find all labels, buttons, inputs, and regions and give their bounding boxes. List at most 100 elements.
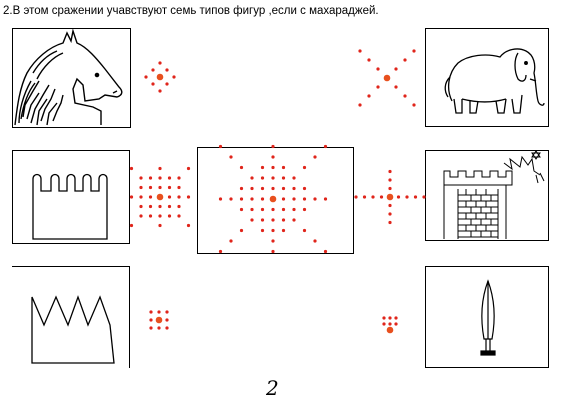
crown-pattern-dot [157,326,161,330]
pawn-pattern-dot [394,316,398,320]
horse-pattern-dot [165,68,169,72]
elephant-pattern-dot [376,85,380,89]
castle-pattern-dot [388,186,392,191]
elephant-pattern-dot [412,49,416,53]
maharaja-pattern-dot [271,249,275,254]
maharaja-pattern-dot [313,155,317,159]
pawn-pattern-dot [394,322,398,326]
rook-pattern-center-dot [156,193,164,201]
elephant-card [425,28,549,127]
maharaja-pattern-dot [239,186,244,191]
maharaja-pattern-dot [271,207,275,212]
maharaja-pattern-dot [218,197,223,201]
horse-icon [14,29,123,126]
castle-pattern-dot [405,195,409,199]
maharaja-pattern-dot [271,186,275,191]
castle-pattern-dot [388,203,392,208]
crown-card [12,266,130,368]
castle-pattern-dot [422,195,426,199]
maharaja-pattern-dot [271,176,275,180]
maharaja-pattern-dot [323,249,328,254]
rook-icon [32,173,108,240]
castle-pattern-dot [388,169,392,174]
rook-pattern-dot [158,166,162,171]
maharaja-pattern-dot [302,186,307,191]
maharaja-pattern-dot [292,186,296,191]
rook-pattern-dot [129,166,134,171]
maharaja-pattern-dot [239,228,244,233]
elephant-pattern-dot [412,103,416,107]
maharaja-pattern-dot [229,239,233,243]
rook-pattern-dot [148,185,153,190]
horse-card [12,28,131,128]
castle-pattern-dot [388,212,392,216]
maharaja-pattern-dot [292,207,296,212]
maharaja-pattern-dot [260,197,265,201]
rook-pattern-dot [177,195,181,199]
crown-pattern-dot [157,310,161,314]
rook-pattern-dot [158,185,162,190]
rook-pattern-dot [177,185,181,190]
maharaja-pattern-dot [260,165,265,170]
elephant-pattern-center-dot [383,74,391,82]
elephant-pattern-dot [403,94,407,98]
maharaja-pattern-dot [250,176,254,180]
maharaja-pattern-dot [271,239,275,243]
horse-pattern-dot [158,61,162,65]
task-title: 2.В этом сражении учавствуют семь типов … [3,5,379,17]
rook-pattern-dot [139,185,143,190]
crown-pattern-dot [165,310,169,314]
horse-pattern-dot [172,75,176,79]
horse-pattern-dot [158,89,162,93]
maharaja-pattern-dot [292,176,296,180]
rook-card [12,150,130,244]
castle-card [425,150,549,241]
maharaja-pattern-center-dot [269,195,277,203]
castle-pattern-dot [354,195,358,199]
maharaja-pattern-dot [250,186,254,191]
crown-icon [31,295,115,364]
maharaja-pattern-dot [250,207,254,212]
rook-pattern-dot [139,176,143,180]
castle-pattern-dot [379,195,384,199]
rook-pattern-dot [158,214,162,218]
maharaja-pattern-dot [250,218,254,222]
elephant-pattern-dot [394,85,398,89]
pawn-card [425,266,549,368]
rook-pattern-dot [167,195,172,199]
maharaja-pattern-dot [229,155,233,159]
elephant-pattern-dot [394,67,398,71]
maharaja-pattern-dot [313,239,317,243]
horse-pattern-dot [165,82,169,86]
maharaja-pattern-dot [239,165,244,170]
rook-pattern-dot [167,204,172,209]
castle-pattern-dot [388,220,392,225]
castle-pattern-dot [396,195,401,199]
maharaja-pattern-dot [313,197,317,201]
maharaja-pattern-dot [271,218,275,222]
maharaja-pattern-dot [292,197,296,201]
elephant-pattern-dot [403,58,407,62]
maharaja-pattern-dot [323,197,328,201]
pawn-pattern-center-dot [386,326,394,334]
maharaja-pattern-dot [271,144,275,149]
pawn-pattern-dot [388,316,392,320]
maharaja-pattern-dot [260,186,265,191]
rook-pattern-dot [139,195,143,199]
pawn-icon [480,279,496,356]
maharaja-pattern-dot [281,228,286,233]
page-number: 2 [266,376,279,400]
maharaja-pattern-dot [292,218,296,222]
rook-pattern-dot [158,176,162,180]
castle-pattern-center-dot [386,193,394,201]
rook-pattern-dot [177,214,181,218]
crown-pattern-dot [165,326,169,330]
rook-pattern-dot [177,204,181,209]
rook-pattern-dot [186,223,191,228]
horse-pattern-dot [144,75,148,79]
rook-pattern-dot [148,214,153,218]
elephant-pattern-dot [367,58,371,62]
maharaja-pattern-dot [271,155,275,159]
maharaja-pattern-dot [302,197,307,201]
